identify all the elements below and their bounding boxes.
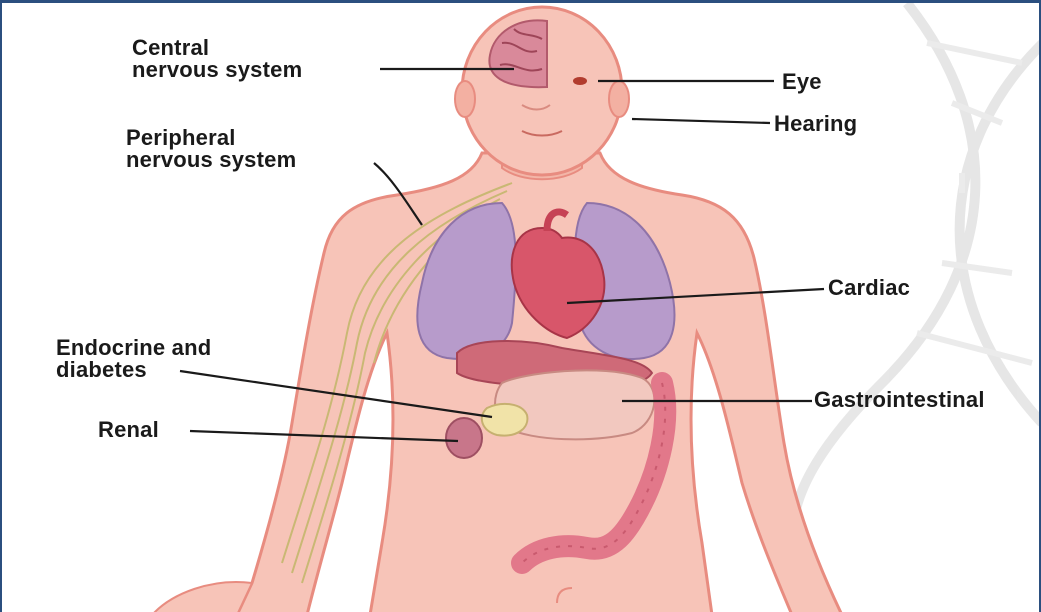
label-renal: Renal xyxy=(98,419,159,441)
label-endocrine-line1: Endocrine and xyxy=(56,337,211,359)
label-eye: Eye xyxy=(782,71,822,93)
kidney-icon xyxy=(446,418,482,458)
label-endocrine-and-diabetes: Endocrine and diabetes xyxy=(56,337,211,381)
label-cns-line2: nervous system xyxy=(132,59,302,81)
label-peripheral-nervous-system: Peripheral nervous system xyxy=(126,127,296,171)
pancreas xyxy=(482,404,528,436)
dna-helix-background xyxy=(793,3,1041,612)
body-illustration xyxy=(2,3,1041,612)
leader-hearing xyxy=(632,119,770,123)
label-pns-line1: Peripheral xyxy=(126,127,296,149)
eye-icon xyxy=(573,77,587,85)
label-hearing: Hearing xyxy=(774,113,857,135)
label-pns-line2: nervous system xyxy=(126,149,296,171)
label-central-nervous-system: Central nervous system xyxy=(132,37,302,81)
label-cns-line1: Central xyxy=(132,37,302,59)
label-endocrine-line2: diabetes xyxy=(56,359,211,381)
label-cardiac: Cardiac xyxy=(828,277,910,299)
label-gastrointestinal: Gastrointestinal xyxy=(814,389,985,411)
body-silhouette xyxy=(152,7,842,612)
